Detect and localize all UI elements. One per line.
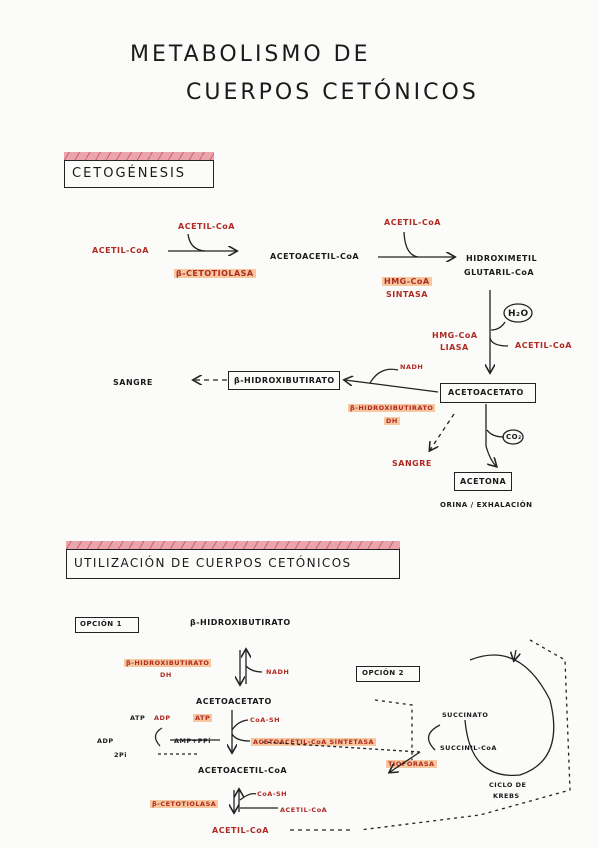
b-hidroxibutirato: β-HIDROXIBUTIRATO — [234, 376, 335, 385]
u-coa-sh2: CoA-SH — [257, 790, 288, 798]
u-enzyme2: ACETOACETIL-CoA SINTETASA — [251, 738, 377, 746]
cetogenesis-heading: CETOGÉNESIS — [72, 166, 187, 181]
enzyme-hmg-coa-sintasa-1: HMG-CoA — [382, 277, 432, 286]
opcion2: OPCIÓN 2 — [362, 669, 404, 677]
enzyme-b-hidroxibutirato-dh-2: DH — [384, 417, 400, 425]
co2-label: CO₂ — [506, 433, 522, 441]
utilizacion-heading-stripe — [66, 541, 400, 550]
u-ciclo-line1: CICLO DE — [489, 781, 527, 789]
u-tioforasa: TIOFORASA — [386, 760, 437, 768]
h2o-label: H₂O — [508, 309, 529, 319]
u-enzyme1-line2: DH — [160, 671, 172, 679]
u-acetoacetil-coa: ACETOACETIL-CoA — [198, 766, 288, 775]
u-succinil-coa: SUCCINIL-CoA — [440, 744, 497, 752]
acetona-box — [454, 472, 512, 491]
u-adp2: ADP — [97, 737, 114, 745]
u-ciclo-line2: KREBS — [493, 792, 520, 800]
b-hidroxibutirato-box — [228, 371, 340, 390]
u-enzyme3: β-CETOTIOLASA — [150, 800, 219, 808]
u-amp-ppi: AMP+PPi — [174, 737, 211, 745]
acetil-coa-input-1: ACETIL-CoA — [178, 222, 235, 231]
acetoacetato-box — [440, 383, 536, 403]
utilizacion-heading-box — [66, 549, 400, 579]
acetil-coa-input-2: ACETIL-CoA — [384, 218, 441, 227]
u-acetil-coa-a: ACETIL-CoA — [280, 806, 328, 814]
enzyme-b-hidroxibutirato-dh-1: β-HIDROXIBUTIRATO — [348, 404, 436, 412]
acetoacetil-coa: ACETOACETIL-CoA — [270, 252, 360, 261]
hmg-coa-line1: HIDROXIMETIL — [466, 254, 538, 263]
enzyme-hmg-coa-liasa-1: HMG-CoA — [432, 331, 478, 340]
u-acetoacetato: ACETOACETATO — [196, 697, 272, 706]
sangre-left: SANGRE — [113, 378, 153, 387]
opcion1-box — [75, 617, 139, 633]
opcion1: OPCIÓN 1 — [80, 620, 122, 628]
page-title-line1: METABOLISMO DE — [130, 42, 371, 67]
u-acetil-coa-b: ACETIL-CoA — [212, 826, 269, 835]
hmg-coa-line2: GLUTARIL-CoA — [464, 268, 535, 277]
orina-exhalacion: ORINA / EXHALACIÓN — [440, 501, 533, 509]
u-adp1: ADP — [154, 714, 171, 722]
u-atp2: ATP — [193, 714, 213, 722]
enzyme-hmg-coa-liasa-2: LIASA — [440, 343, 469, 352]
utilizacion-heading: UTILIZACIÓN DE CUERPOS CETÓNICOS — [74, 556, 352, 570]
opcion2-box — [356, 666, 420, 682]
u-enzyme1-line1: β-HIDROXIBUTIRATO — [124, 659, 212, 667]
acetil-coa-start: ACETIL-CoA — [92, 246, 149, 255]
sangre-bottom: SANGRE — [392, 459, 432, 468]
cetogenesis-heading-stripe — [64, 152, 214, 161]
enzyme-beta-cetotiolasa: β-CETOTIOLASA — [174, 269, 256, 278]
nadh-label: NADH — [400, 363, 424, 371]
u-b-hidroxibutirato: β-HIDROXIBUTIRATO — [190, 618, 291, 627]
page-title-line2: CUERPOS CETÓNICOS — [186, 80, 479, 105]
cetogenesis-heading-box — [64, 160, 214, 188]
acetil-coa-output: ACETIL-CoA — [515, 341, 572, 350]
enzyme-hmg-coa-sintasa-2: SINTASA — [386, 290, 428, 299]
u-succinato: SUCCINATO — [442, 711, 489, 719]
acetoacetato: ACETOACETATO — [448, 388, 524, 397]
u-2pi: 2Pi — [114, 751, 128, 759]
acetona: ACETONA — [460, 477, 507, 486]
u-nadh: NADH — [266, 668, 290, 676]
u-coa-sh1: CoA-SH — [250, 716, 281, 724]
u-atp1: ATP — [130, 714, 146, 722]
